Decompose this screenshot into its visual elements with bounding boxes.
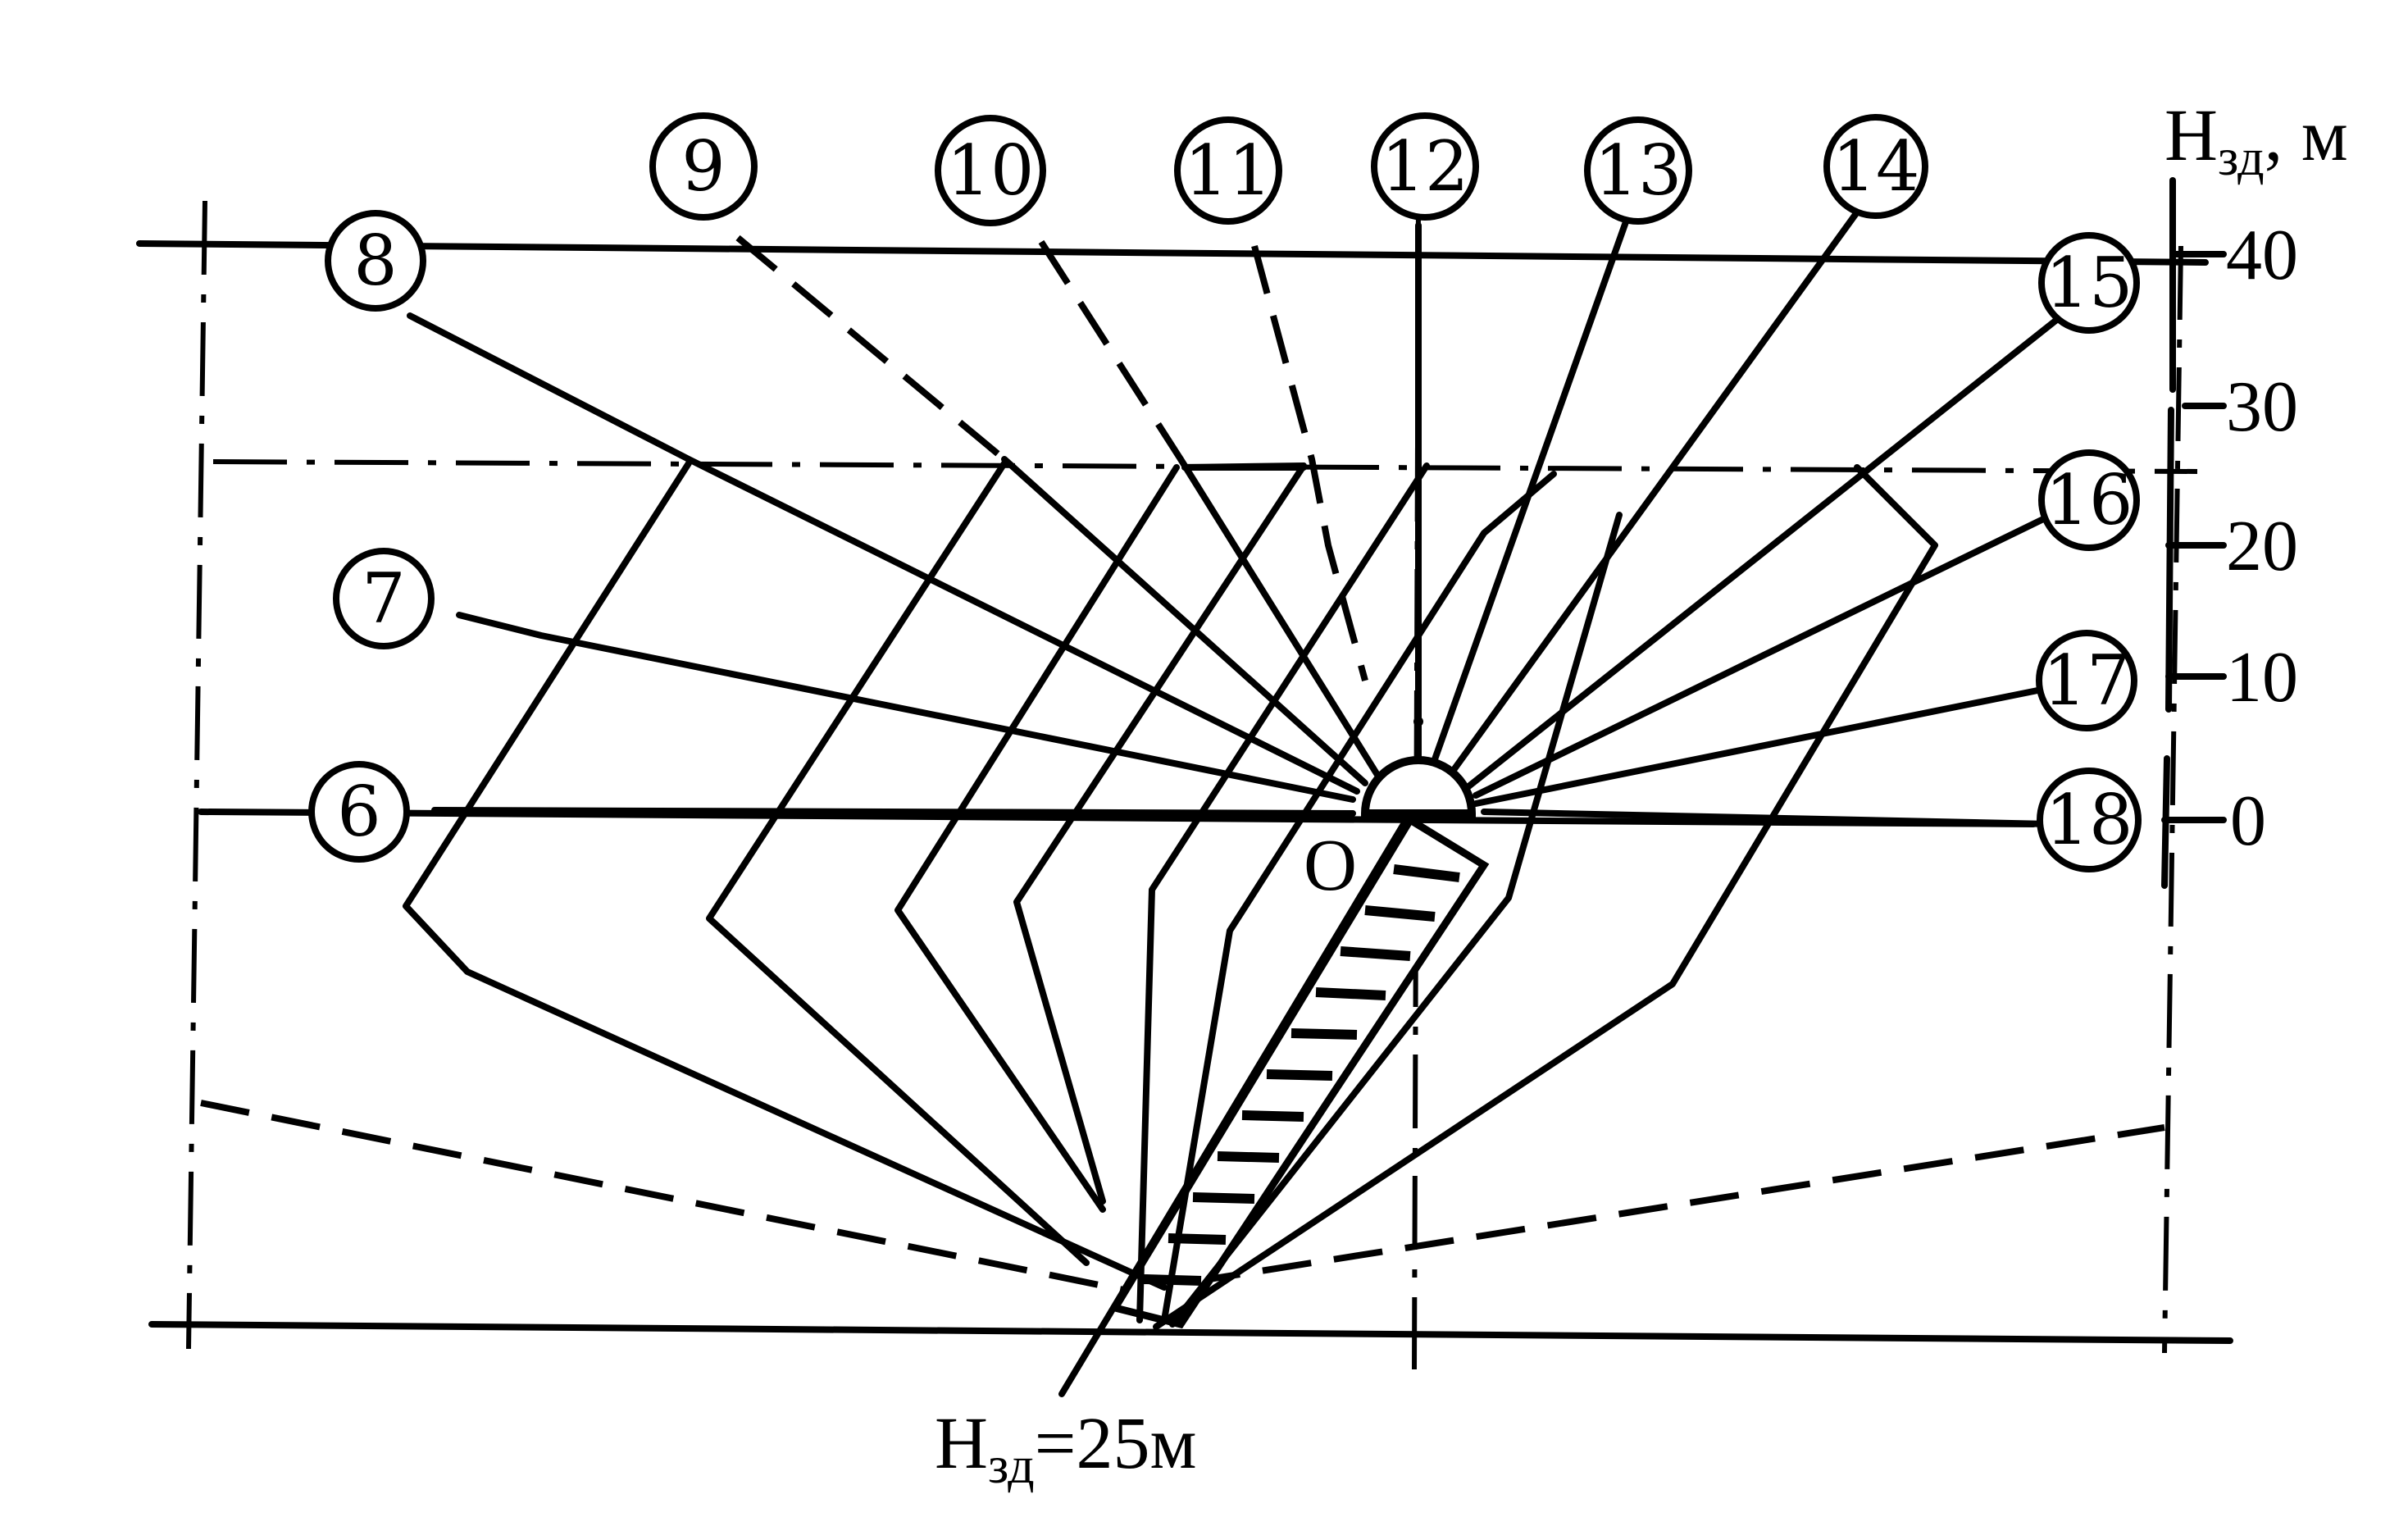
hour-label-10: 10 [947, 130, 1035, 211]
hour-marker-13: 13 [1584, 116, 1692, 225]
hour-label-15: 15 [2046, 243, 2133, 323]
hour-marker-10: 10 [935, 115, 1046, 226]
hour-marker-15: 15 [2038, 232, 2140, 334]
hour-label-6: 6 [337, 772, 380, 852]
height-axis [2161, 177, 2227, 889]
hour-label-18: 18 [2046, 780, 2133, 860]
axis-title-suffix: , м [2265, 95, 2348, 176]
caption-sub: зд [988, 1436, 1035, 1494]
hour-label-12: 12 [1382, 126, 1469, 207]
hour-label-17: 17 [2043, 640, 2131, 721]
sun-rays [407, 198, 2102, 1397]
hour-marker-14: 14 [1823, 114, 1928, 219]
axis-tick-0: 0 [2230, 781, 2266, 861]
axis-title-sub: зд [2218, 128, 2265, 186]
caption-suffix: =25м [1035, 1403, 1197, 1484]
axis-title: Hзд, м [2164, 95, 2348, 186]
hour-marker-18: 18 [2037, 768, 2142, 872]
caption-main: H [935, 1403, 988, 1484]
hour-marker-8: 8 [325, 210, 426, 312]
hour-marker-6: 6 [308, 761, 410, 863]
hour-label-8: 8 [353, 221, 397, 301]
hour-marker-12: 12 [1371, 112, 1479, 221]
hour-marker-16: 16 [2038, 449, 2140, 551]
building-shadow [1108, 814, 1490, 1329]
hour-label-13: 13 [1595, 130, 1682, 211]
origin-label: O [1304, 825, 1357, 906]
hour-label-7: 7 [362, 558, 405, 639]
sun-marker [1360, 717, 1477, 818]
hour-label-9: 9 [681, 126, 725, 207]
hour-marker-11: 11 [1174, 116, 1282, 225]
hour-marker-17: 17 [2036, 630, 2137, 731]
hour-marker-7: 7 [333, 548, 435, 649]
axis-tick-20: 20 [2226, 507, 2298, 586]
shadow-curves [403, 460, 1938, 1330]
hour-label-16: 16 [2046, 460, 2133, 540]
building-height-caption: Hзд=25м [935, 1403, 1196, 1494]
axis-tick-10: 10 [2226, 638, 2298, 717]
axis-tick-40: 40 [2226, 216, 2298, 295]
axis-tick-30: 30 [2226, 367, 2298, 447]
hour-label-11: 11 [1185, 130, 1272, 211]
axis-title-main: H [2164, 95, 2218, 176]
hour-marker-9: 9 [649, 112, 758, 221]
hour-label-14: 14 [1832, 126, 1920, 207]
